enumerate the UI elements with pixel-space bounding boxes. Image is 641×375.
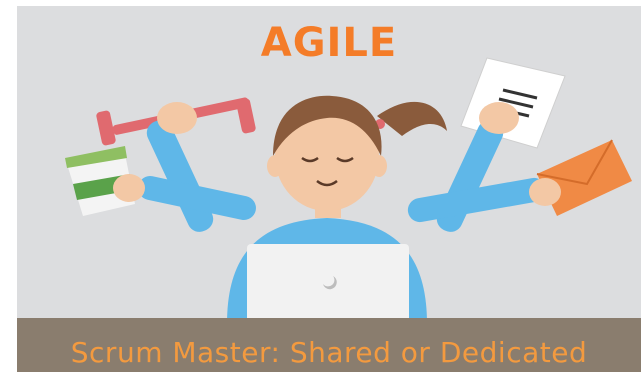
caption-banner: Scrum Master: Shared or Dedicated bbox=[17, 318, 641, 372]
hands bbox=[113, 102, 561, 206]
poster-title: AGILE bbox=[260, 20, 398, 66]
laptop bbox=[237, 244, 419, 324]
hair bbox=[273, 95, 382, 156]
multitasking-woman-illustration bbox=[65, 57, 632, 324]
poster: AGILE Scrum Master: Shared or Dedicated bbox=[17, 6, 641, 372]
logo-icon bbox=[323, 276, 337, 290]
envelope-icon bbox=[536, 139, 632, 216]
arms bbox=[138, 120, 547, 232]
face bbox=[275, 101, 379, 211]
caption-text: Scrum Master: Shared or Dedicated bbox=[70, 336, 588, 369]
ponytail bbox=[377, 101, 447, 136]
